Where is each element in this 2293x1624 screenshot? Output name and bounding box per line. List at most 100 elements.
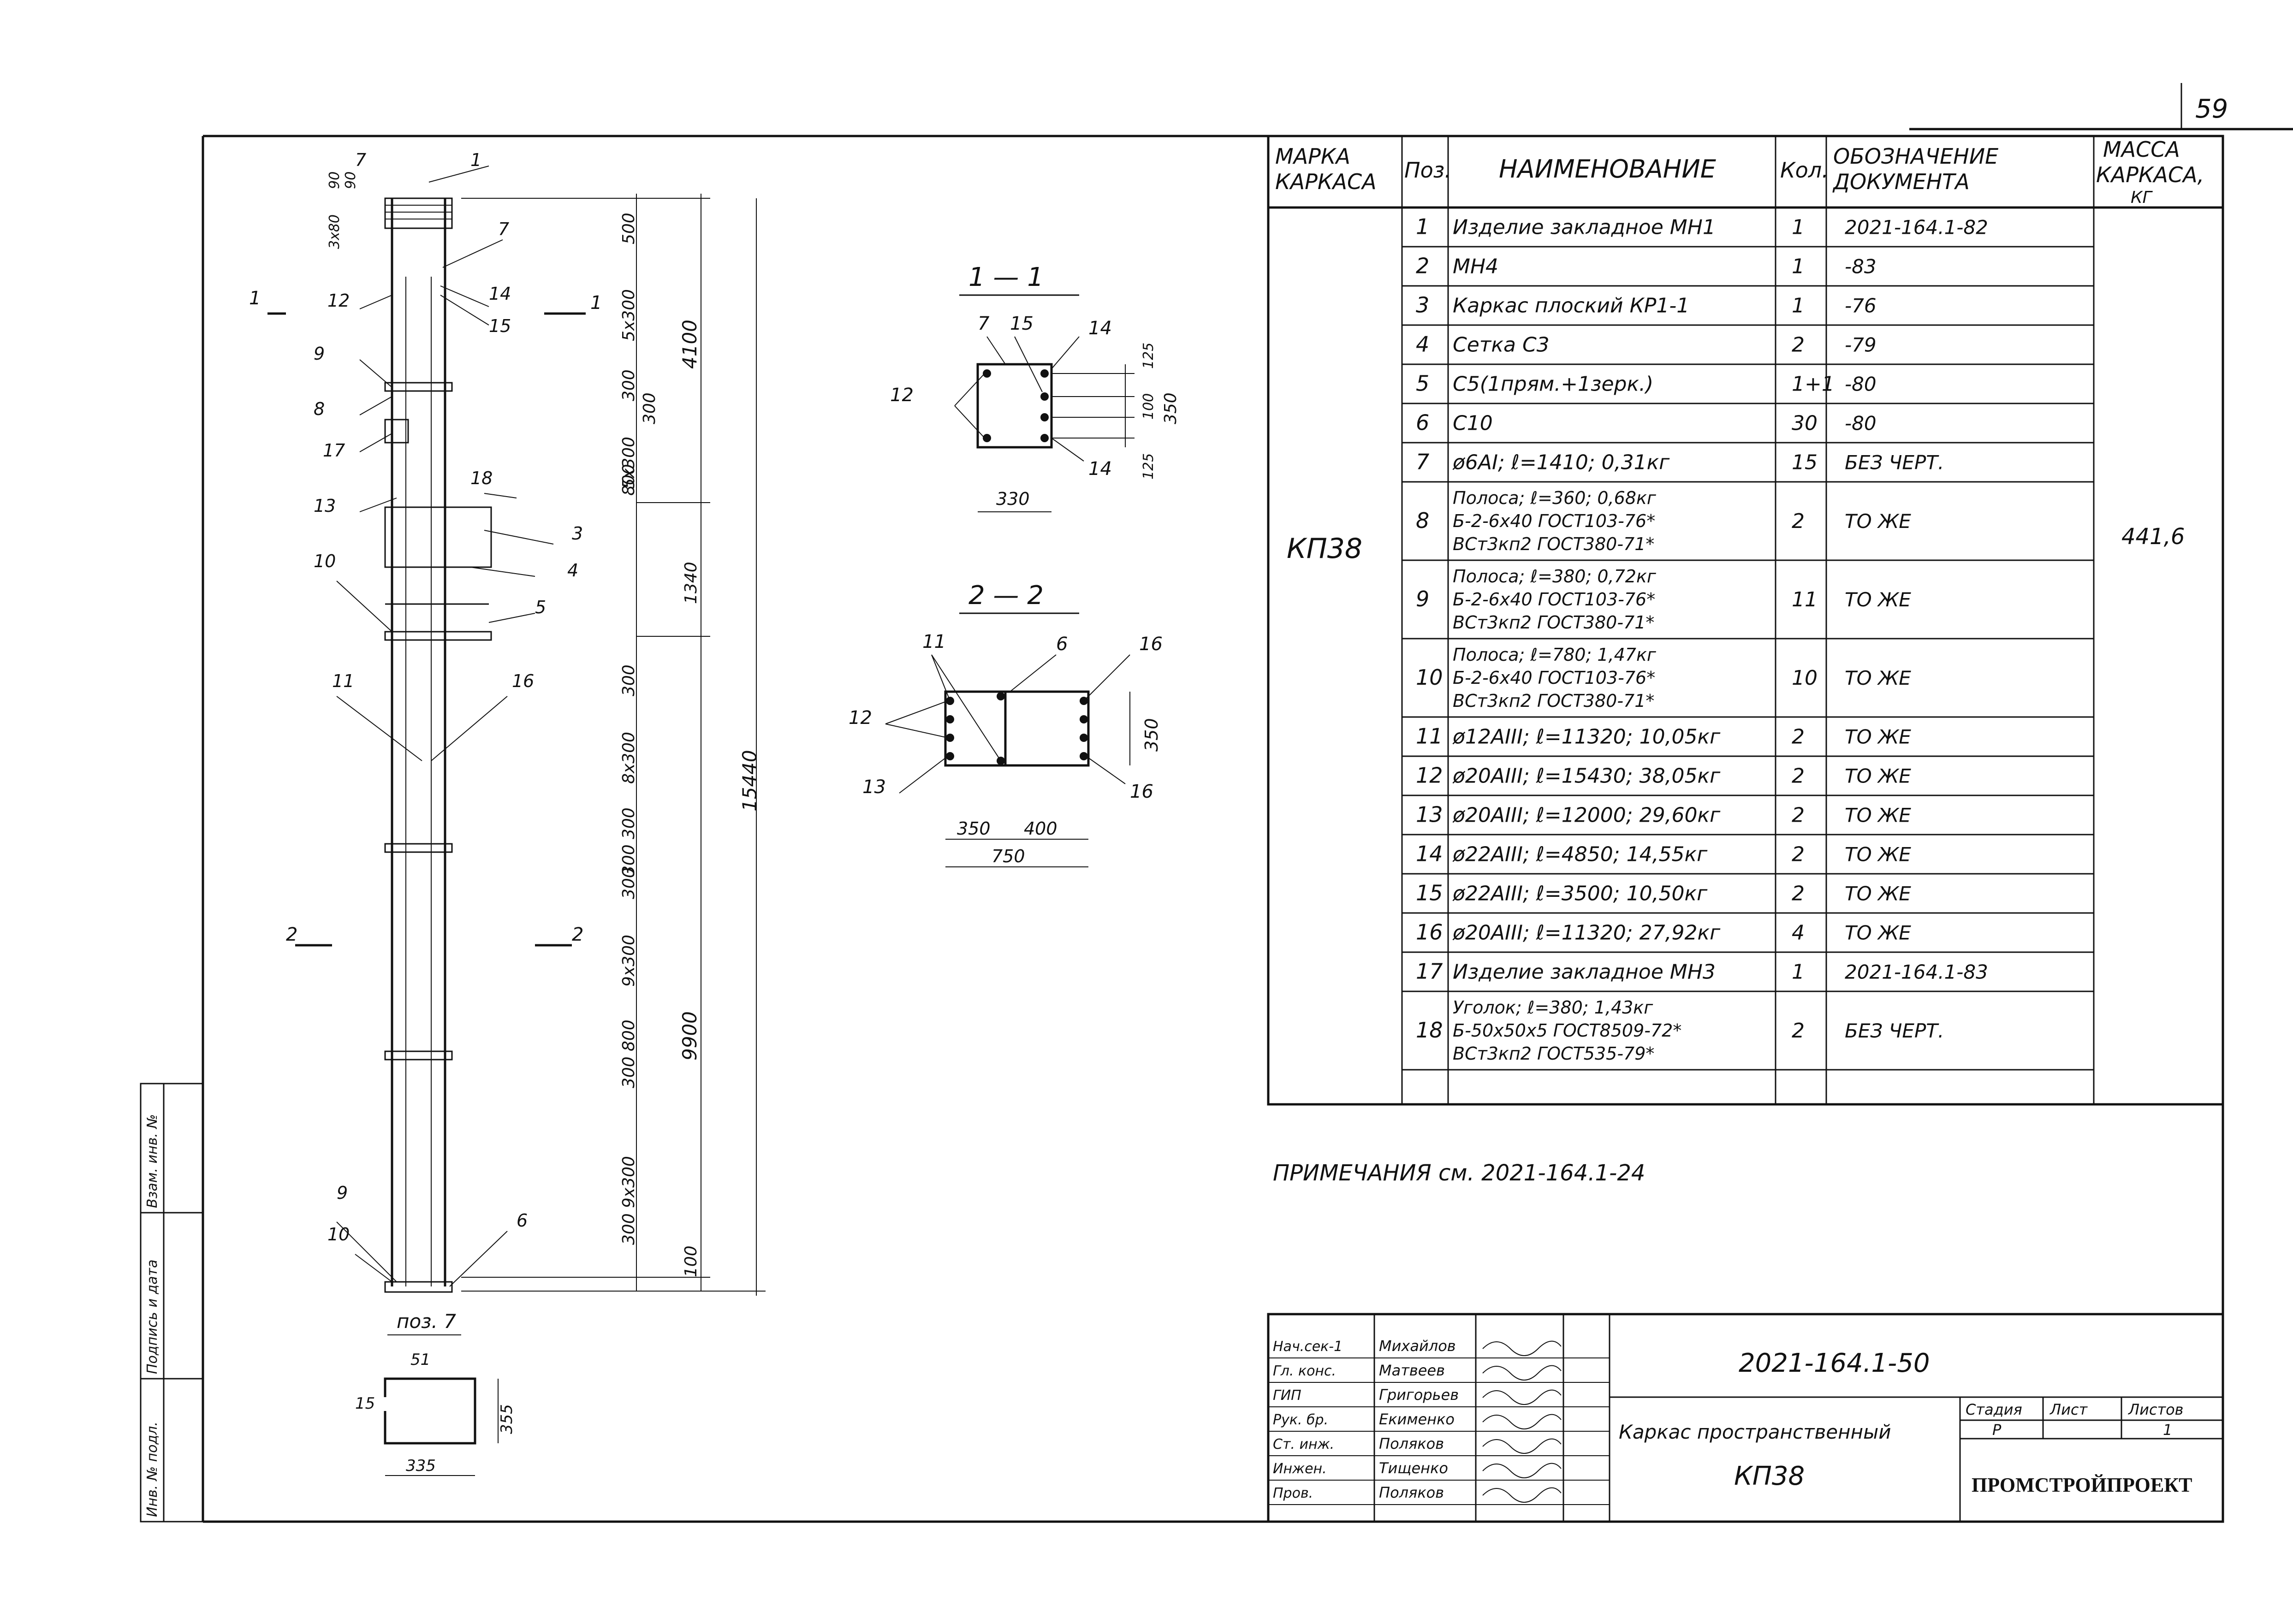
row-name: Каркас плоский КР1-1	[1453, 294, 1689, 318]
callout-1: 1	[470, 150, 481, 170]
callout-13: 13	[314, 496, 336, 516]
row-doc: 2021-164.1-82	[1845, 216, 1988, 239]
row-qty: 15	[1792, 451, 1818, 474]
row-name: Уголок; ℓ=380; 1,43кг	[1453, 997, 1653, 1018]
row-qty: 1+1	[1792, 373, 1835, 396]
s22-dim-350v: 350	[1141, 718, 1162, 752]
hdr-mark-1: МАРКА	[1275, 144, 1350, 169]
row-doc: ТО ЖЕ	[1845, 843, 1911, 866]
row-name: Изделие закладное МН3	[1453, 960, 1716, 984]
row-doc: ТО ЖЕ	[1845, 588, 1911, 611]
row-name: Полоса; ℓ=360; 0,68кг	[1453, 488, 1657, 508]
table-row: 1 1 2021-164.1-82 Изделие закладное МН1	[1402, 214, 2094, 248]
signer-role: ГИП	[1273, 1387, 1301, 1404]
s11-callout-14b: 14	[1088, 458, 1112, 480]
row-doc: -76	[1845, 295, 1877, 317]
doc-mark: КП38	[1734, 1461, 1805, 1491]
row-name: Изделие закладное МН1	[1453, 216, 1716, 239]
s22-callout-13: 13	[862, 776, 886, 798]
s11-dim-350: 350	[1161, 392, 1180, 424]
row-name: ø12АIII; ℓ=11320; 10,05кг	[1452, 725, 1721, 749]
s22-callout-12: 12	[849, 707, 872, 729]
dim-5x300-a: 5x300	[619, 289, 638, 341]
sheet-frame: 59	[202, 83, 2293, 1523]
row-qty: 2	[1792, 1019, 1805, 1043]
row-name: ø20АIII; ℓ=11320; 27,92кг	[1452, 921, 1721, 945]
s22-callout-11: 11	[922, 631, 946, 652]
callout-16: 16	[512, 671, 534, 691]
sheet-number: 59	[2195, 94, 2228, 124]
detail-dim-15: 15	[355, 1394, 375, 1413]
row-qty: 10	[1792, 666, 1818, 690]
doc-number: 2021-164.1-50	[1739, 1348, 1930, 1378]
doc-title: Каркас пространственный	[1619, 1421, 1891, 1443]
callout-17: 17	[323, 440, 345, 461]
row-doc: ТО ЖЕ	[1845, 804, 1911, 827]
dim-1340: 1340	[682, 562, 701, 604]
dim-15440: 15440	[738, 750, 761, 812]
section-mark-1-right: 1	[590, 292, 602, 314]
section-2-2: 2 — 2 11 6 16 12 13 16	[849, 581, 1163, 867]
s22-dim-750: 750	[992, 846, 1025, 866]
callout-8: 8	[314, 399, 325, 419]
row-name: Б-2-6х40 ГОСТ103-76*	[1453, 589, 1655, 610]
s11-dim-330: 330	[996, 489, 1030, 509]
row-doc: ТО ЖЕ	[1845, 922, 1911, 944]
dim-300-d: 300	[619, 807, 638, 839]
dim-300-b: 300	[640, 392, 659, 424]
s11-callout-15: 15	[1010, 313, 1034, 334]
hdr-mass-3: КГ	[2131, 188, 2153, 207]
dim-500: 500	[619, 213, 638, 244]
row-pos: 3	[1416, 293, 1429, 318]
notes: ПРИМЕЧАНИЯ см. 2021-164.1-24	[1273, 1160, 1645, 1186]
callout-7: 7	[498, 219, 509, 239]
signer-row: Ст. инж.Поляков	[1268, 1435, 1610, 1456]
s11-callout-7: 7	[978, 313, 990, 334]
row-pos: 13	[1416, 802, 1443, 827]
callout-18: 18	[470, 468, 493, 488]
side-stamp-replace: Взам. инв. №	[144, 1114, 160, 1208]
row-qty: 2	[1792, 725, 1805, 749]
signer-role: Ст. инж.	[1273, 1436, 1334, 1452]
callout-9: 9	[314, 344, 325, 364]
row-name: Полоса; ℓ=780; 1,47кг	[1453, 645, 1657, 665]
row-name: ø20АIII; ℓ=15430; 38,05кг	[1452, 765, 1721, 788]
row-qty: 30	[1792, 412, 1818, 435]
signer-name: Григорьев	[1379, 1386, 1459, 1404]
callout-7-top: 7	[355, 150, 366, 170]
detail-dim-51: 51	[410, 1351, 430, 1369]
signer-row: Инжен.Тищенко	[1268, 1459, 1610, 1481]
signature	[1482, 1389, 1562, 1405]
row-qty: 2	[1792, 843, 1805, 866]
row-pos: 15	[1416, 881, 1443, 906]
dim-left-3x80: 3x80	[327, 214, 343, 249]
dim-800-a: 800	[619, 464, 638, 496]
s11-dim-125a: 125	[1141, 343, 1157, 369]
dim-4100: 4100	[678, 320, 701, 369]
row-pos: 1	[1416, 214, 1429, 239]
callout-10-bottom: 10	[327, 1224, 350, 1245]
row-qty: 1	[1792, 216, 1805, 239]
row-name: Б-2-6х40 ГОСТ103-76*	[1453, 511, 1655, 531]
signer-row: ГИП Григорьев	[1268, 1386, 1610, 1407]
row-name: Б-50х50х5 ГОСТ8509-72*	[1453, 1020, 1681, 1041]
row-qty: 1	[1792, 294, 1805, 318]
row-name: ø20АIII; ℓ=12000; 29,60кг	[1452, 804, 1721, 827]
dim-8x300: 8x300	[619, 732, 638, 784]
table-row: 3 1 -76 Каркас плоский КР1-1	[1402, 293, 2094, 326]
s11-callout-14: 14	[1088, 318, 1112, 339]
row-qty: 2	[1792, 804, 1805, 827]
signer-role: Гл. конс.	[1273, 1363, 1336, 1379]
mass-value: 441,6	[2121, 524, 2185, 550]
row-pos: 17	[1416, 959, 1443, 984]
detail-label: поз. 7	[397, 1310, 456, 1333]
section-2-2-title: 2 — 2	[968, 581, 1044, 610]
